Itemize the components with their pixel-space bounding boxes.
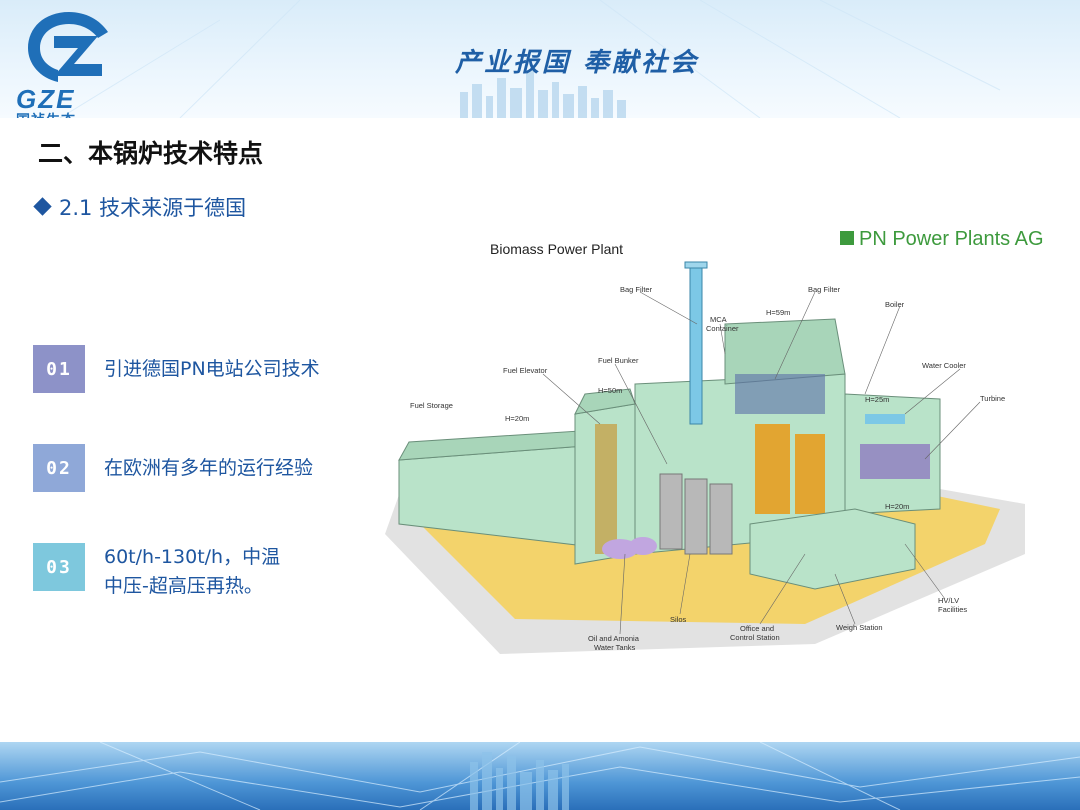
- label-turbine: Turbine: [980, 394, 1006, 403]
- slogan-text: 产业报国 奉献社会: [455, 48, 700, 78]
- label-oil-tanks: Oil and Amonia: [588, 634, 639, 643]
- label-height: H=20m: [885, 502, 910, 511]
- list-item-line: 60t/h-130t/h，中温: [104, 546, 281, 568]
- number-badge: 03: [33, 543, 85, 591]
- label-bag-filter: Bag Filter: [620, 285, 653, 294]
- label-bag-filter: Bag Filter: [808, 285, 841, 294]
- label-fuel-bunker: Fuel Bunker: [598, 356, 639, 365]
- label-office: Office and: [740, 624, 775, 633]
- list-item-text: 在欧洲有多年的运行经验: [104, 457, 314, 479]
- label-fuel-storage: Fuel Storage: [410, 401, 453, 410]
- label-container: Container: [706, 324, 739, 333]
- label-water-tanks: Water Tanks: [594, 643, 636, 652]
- label-hv-lv: HV/LV: [938, 596, 960, 605]
- label-height: H=59m: [766, 308, 791, 317]
- label-silos: Silos: [670, 615, 687, 624]
- section-title: 二、本锅炉技术特点: [38, 139, 264, 168]
- label-control-station: Control Station: [730, 633, 780, 642]
- label-weigh-station: Weigh Station: [836, 623, 883, 632]
- label-boiler: Boiler: [885, 300, 905, 309]
- diamond-bullet-icon: [33, 197, 52, 216]
- number-badge: 01: [33, 345, 85, 393]
- list-item-text: 60t/h-130t/h，中温 中压-超高压再热。: [104, 543, 280, 601]
- label-height: H=25m: [865, 395, 890, 404]
- brand-logo: PN Power Plants AG: [840, 228, 1044, 251]
- sub-title: 2.1 技术来源于德国: [30, 192, 246, 222]
- label-height: H=50m: [598, 386, 623, 395]
- label-facilities: Facilities: [938, 605, 968, 614]
- list-item-text: 引进德国PN电站公司技术: [104, 358, 320, 380]
- brand-square-icon: [840, 231, 854, 245]
- number-badge: 02: [33, 444, 85, 492]
- footer-banner: [0, 742, 1080, 810]
- label-height: H=20m: [505, 414, 530, 423]
- brand-text: PN Power Plants AG: [859, 228, 1044, 250]
- footer-network-graphic: [0, 742, 1080, 810]
- logo-text: GZE 国祯生态: [16, 84, 76, 118]
- list-item-line: 中压-超高压再热。: [104, 575, 263, 597]
- diagram-title: Biomass Power Plant: [490, 241, 624, 257]
- label-fuel-elevator: Fuel Elevator: [503, 366, 548, 375]
- city-skyline: [59, 0, 1001, 118]
- power-plant-illustration: [385, 261, 1025, 654]
- label-mca: MCA: [710, 315, 727, 324]
- gze-logo-icon: [28, 12, 108, 82]
- label-water-cooler: Water Cooler: [922, 361, 966, 370]
- header-banner: GZE 国祯生态 产业报国 奉献社会: [0, 0, 1080, 118]
- sub-title-text: 2.1 技术来源于德国: [59, 196, 247, 220]
